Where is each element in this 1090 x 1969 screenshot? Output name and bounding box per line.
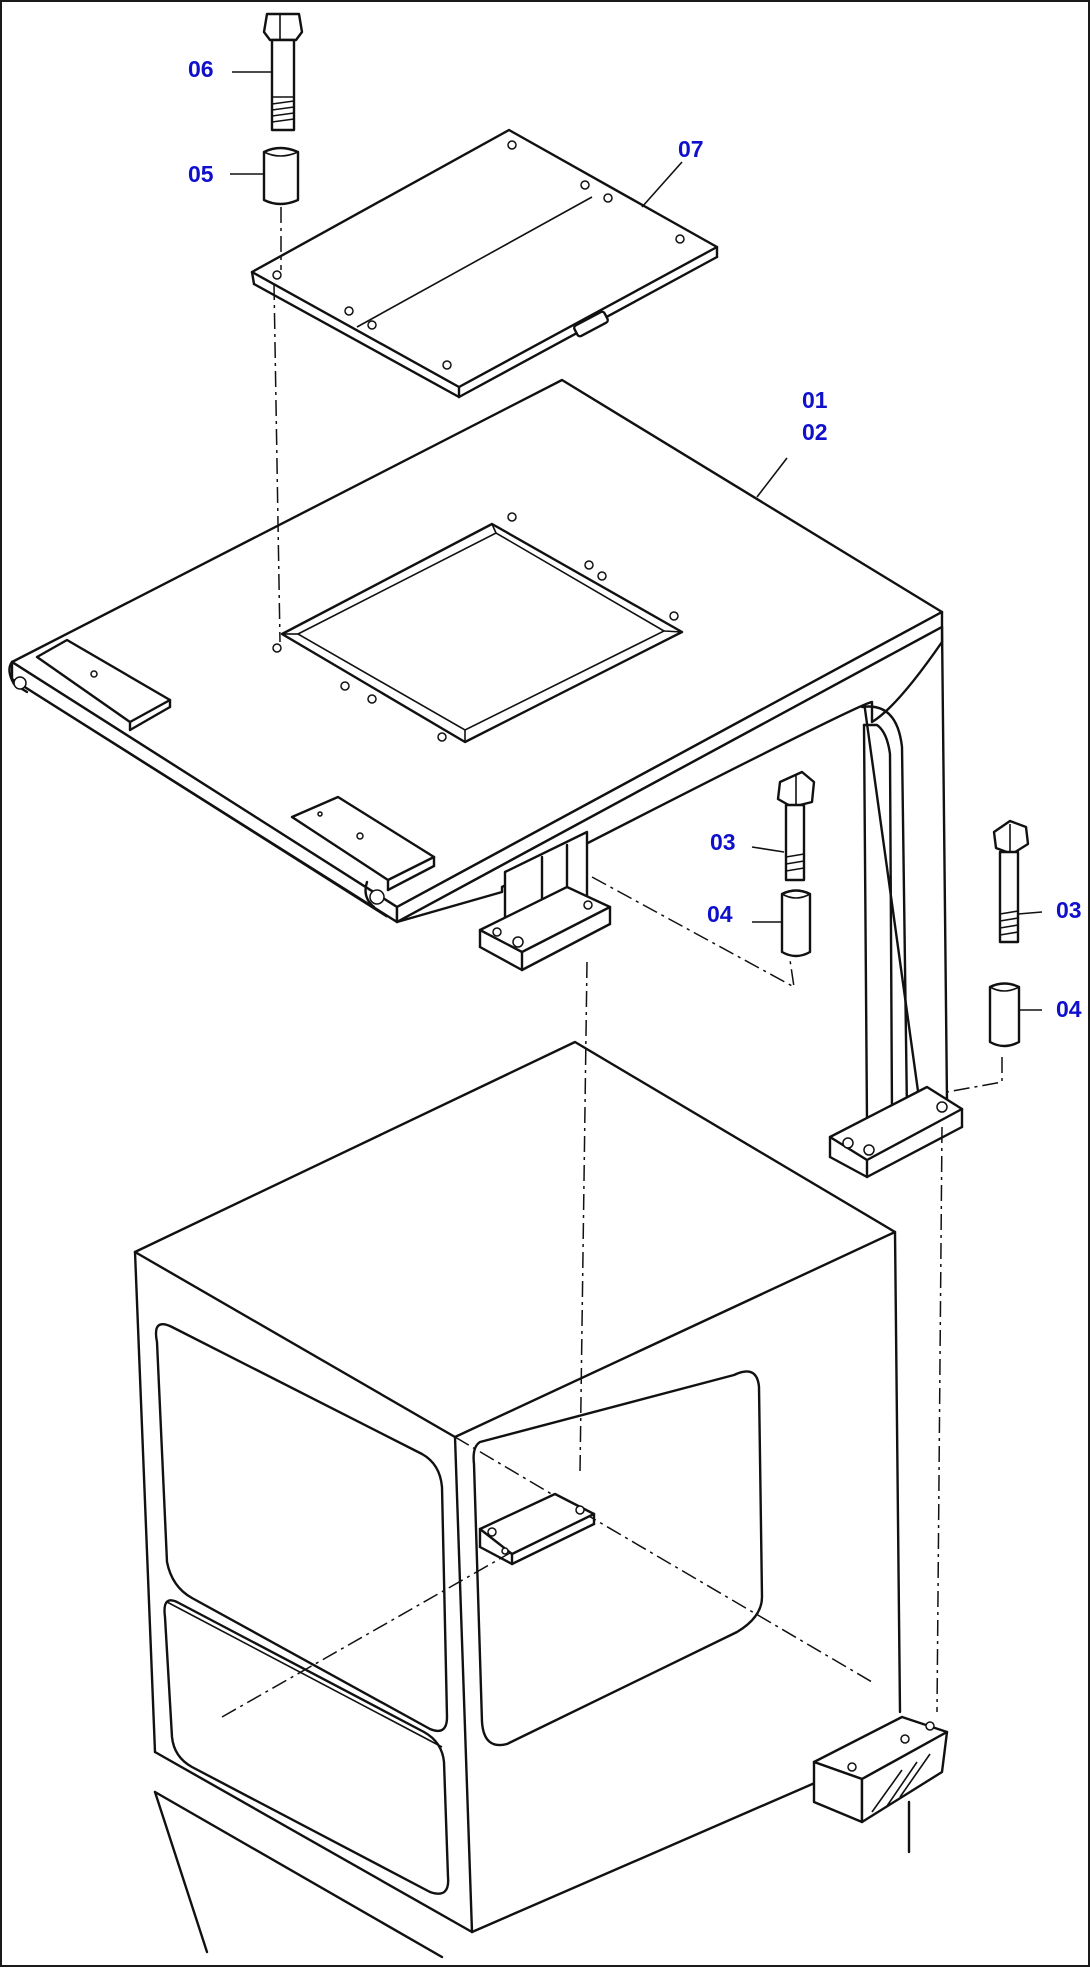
callout-02: 02 [802,419,828,445]
bolt-03-center [776,770,816,882]
cab-body [133,1040,949,1959]
leader-lines [230,71,1043,1011]
callout-04-right: 04 [1056,996,1082,1022]
bolt-06 [262,12,304,132]
assembly-lines [273,207,1003,1713]
roof-plate-07 [250,128,719,399]
callout-05: 05 [188,161,214,187]
callout-07: 07 [678,136,704,162]
callout-03-center: 03 [710,829,736,855]
callouts: 06 05 07 01 02 03 04 03 04 [188,56,1082,1022]
spacer-04-center [780,889,812,958]
callout-06: 06 [188,56,214,82]
spacer-04-right [988,982,1021,1048]
callout-01: 01 [802,387,828,413]
spacer-05 [262,146,300,206]
roof-frame-01-02 [8,378,964,1179]
callout-03-right: 03 [1056,897,1082,923]
callout-04-center: 04 [707,901,733,927]
bolt-03-right [992,819,1030,944]
